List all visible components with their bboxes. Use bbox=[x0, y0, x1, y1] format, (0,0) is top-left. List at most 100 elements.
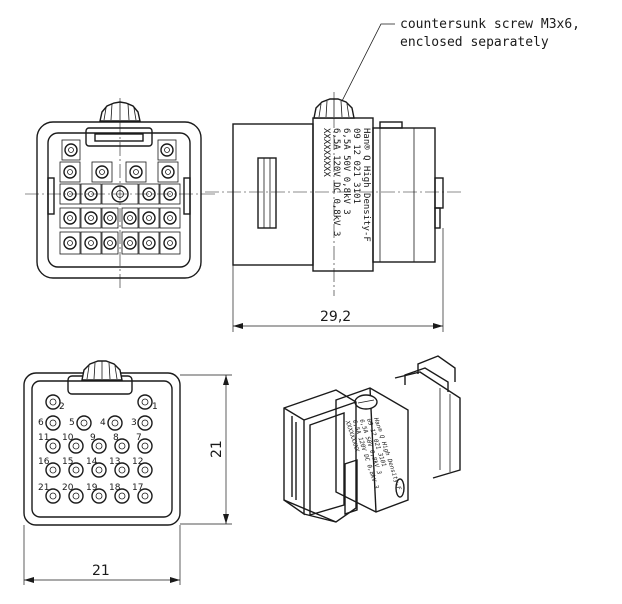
front-contact bbox=[84, 211, 98, 225]
annotation-line-1: countersunk screw M3x6, bbox=[400, 17, 580, 32]
pin-number: 7 bbox=[136, 433, 142, 443]
front-contact bbox=[63, 165, 77, 179]
pin-number: 10 bbox=[62, 433, 74, 443]
pin-number: 20 bbox=[62, 483, 74, 493]
rear-contact bbox=[107, 415, 123, 431]
front-contact bbox=[142, 236, 156, 250]
front-contact bbox=[160, 143, 174, 157]
iso-rear-body bbox=[394, 371, 461, 479]
side-label: Han® Q High Density-F 09 12 021 3101 6,5… bbox=[321, 128, 371, 242]
iso-window bbox=[344, 459, 358, 515]
rear-contact bbox=[91, 438, 107, 454]
pin-number: 19 bbox=[86, 483, 98, 493]
rear-contact bbox=[45, 438, 61, 454]
annotation-line-2: enclosed separately bbox=[400, 35, 549, 50]
rear-contact bbox=[45, 462, 61, 478]
pin-number: 8 bbox=[113, 433, 119, 443]
rear-contact bbox=[137, 394, 153, 410]
front-view bbox=[25, 98, 215, 290]
front-key-right bbox=[183, 177, 191, 215]
label-part-number: 09 12 021 3101 bbox=[351, 128, 361, 204]
pin-number: 11 bbox=[38, 433, 49, 443]
pin-number: 6 bbox=[38, 418, 44, 428]
label-rating-2: 6,5A 120V DC 0,8kV 3 bbox=[331, 128, 341, 236]
rear-contact bbox=[91, 462, 107, 478]
front-contact bbox=[123, 236, 137, 250]
pin-number: 14 bbox=[86, 457, 98, 467]
front-contact bbox=[63, 236, 77, 250]
front-contact bbox=[64, 143, 78, 157]
dimension-length: 29,2 bbox=[232, 228, 444, 332]
front-contact bbox=[123, 211, 137, 225]
rear-contact bbox=[137, 415, 153, 431]
dimension-width: 21 bbox=[23, 525, 181, 585]
pin-number: 17 bbox=[132, 483, 143, 493]
pin-number: 15 bbox=[62, 457, 73, 467]
rear-contact bbox=[68, 462, 84, 478]
side-view: Han® Q High Density-F 09 12 021 3101 6,5… bbox=[205, 92, 462, 332]
isometric-view: Han® Q High Density-F 09 12 021 3101 6,5… bbox=[283, 355, 461, 523]
side-front-body bbox=[232, 123, 314, 266]
front-center-contact bbox=[111, 185, 129, 203]
front-contact-grid bbox=[59, 139, 181, 255]
iso-screw bbox=[354, 394, 378, 410]
side-screw bbox=[313, 98, 355, 119]
rear-view: 2 1 6 5 4 3 11 10 9 8 7 16 15 14 13 12 2… bbox=[23, 360, 232, 585]
front-contact bbox=[163, 236, 177, 250]
label-rating-1: 6,5A 50V 0,8kV 3 bbox=[341, 128, 351, 215]
pin-number: 2 bbox=[59, 402, 65, 412]
rear-contact bbox=[137, 438, 153, 454]
rear-contact bbox=[68, 438, 84, 454]
pin-number: 1 bbox=[152, 402, 158, 412]
front-outer-housing bbox=[36, 121, 202, 279]
pin-number: 12 bbox=[132, 457, 143, 467]
front-key-left bbox=[47, 177, 55, 215]
pin-numbers: 2 1 6 5 4 3 11 10 9 8 7 16 15 14 13 12 2… bbox=[38, 402, 158, 493]
front-contact bbox=[163, 211, 177, 225]
front-contact bbox=[84, 236, 98, 250]
rear-contact-grid bbox=[45, 394, 153, 504]
rear-contact bbox=[91, 488, 107, 504]
rear-contact bbox=[68, 488, 84, 504]
front-latch-slot bbox=[94, 133, 144, 142]
rear-contact bbox=[137, 462, 153, 478]
side-window bbox=[257, 157, 277, 229]
front-contact bbox=[63, 211, 77, 225]
front-contact bbox=[142, 187, 156, 201]
pin-number: 5 bbox=[69, 418, 75, 428]
front-contact bbox=[103, 211, 117, 225]
rear-contact bbox=[137, 488, 153, 504]
iso-label: Han® Q High Density-F 09 12 021 3101 6,5… bbox=[344, 417, 403, 490]
front-contact bbox=[142, 211, 156, 225]
front-contact bbox=[84, 187, 98, 201]
front-contact bbox=[103, 236, 117, 250]
annotation-leader bbox=[339, 23, 395, 106]
front-contact bbox=[129, 165, 143, 179]
height-dimension-value: 21 bbox=[209, 440, 225, 458]
rear-contact bbox=[114, 462, 130, 478]
front-latch bbox=[85, 127, 153, 147]
label-brand: Han® Q High Density-F bbox=[361, 128, 371, 242]
rear-contact bbox=[45, 488, 61, 504]
pin-number: 3 bbox=[131, 418, 137, 428]
width-dimension-value: 21 bbox=[92, 563, 110, 579]
iso-side-screw bbox=[395, 478, 405, 498]
rear-contact bbox=[114, 488, 130, 504]
label-code: XXXXXXXXX bbox=[321, 128, 331, 177]
front-contact bbox=[95, 165, 109, 179]
iso-opening bbox=[309, 412, 345, 516]
pin-number: 9 bbox=[90, 433, 96, 443]
pin-number: 4 bbox=[100, 418, 106, 428]
rear-inner-housing bbox=[31, 380, 173, 518]
rear-contact bbox=[76, 415, 92, 431]
screw-annotation: countersunk screw M3x6, enclosed separat… bbox=[339, 17, 580, 106]
front-screw bbox=[99, 101, 141, 122]
front-contact bbox=[63, 187, 77, 201]
pin-number: 21 bbox=[38, 483, 49, 493]
front-contact bbox=[163, 187, 177, 201]
length-dimension-value: 29,2 bbox=[320, 309, 351, 325]
rear-contact bbox=[114, 438, 130, 454]
rear-contact bbox=[45, 394, 61, 410]
pin-number: 16 bbox=[38, 457, 50, 467]
